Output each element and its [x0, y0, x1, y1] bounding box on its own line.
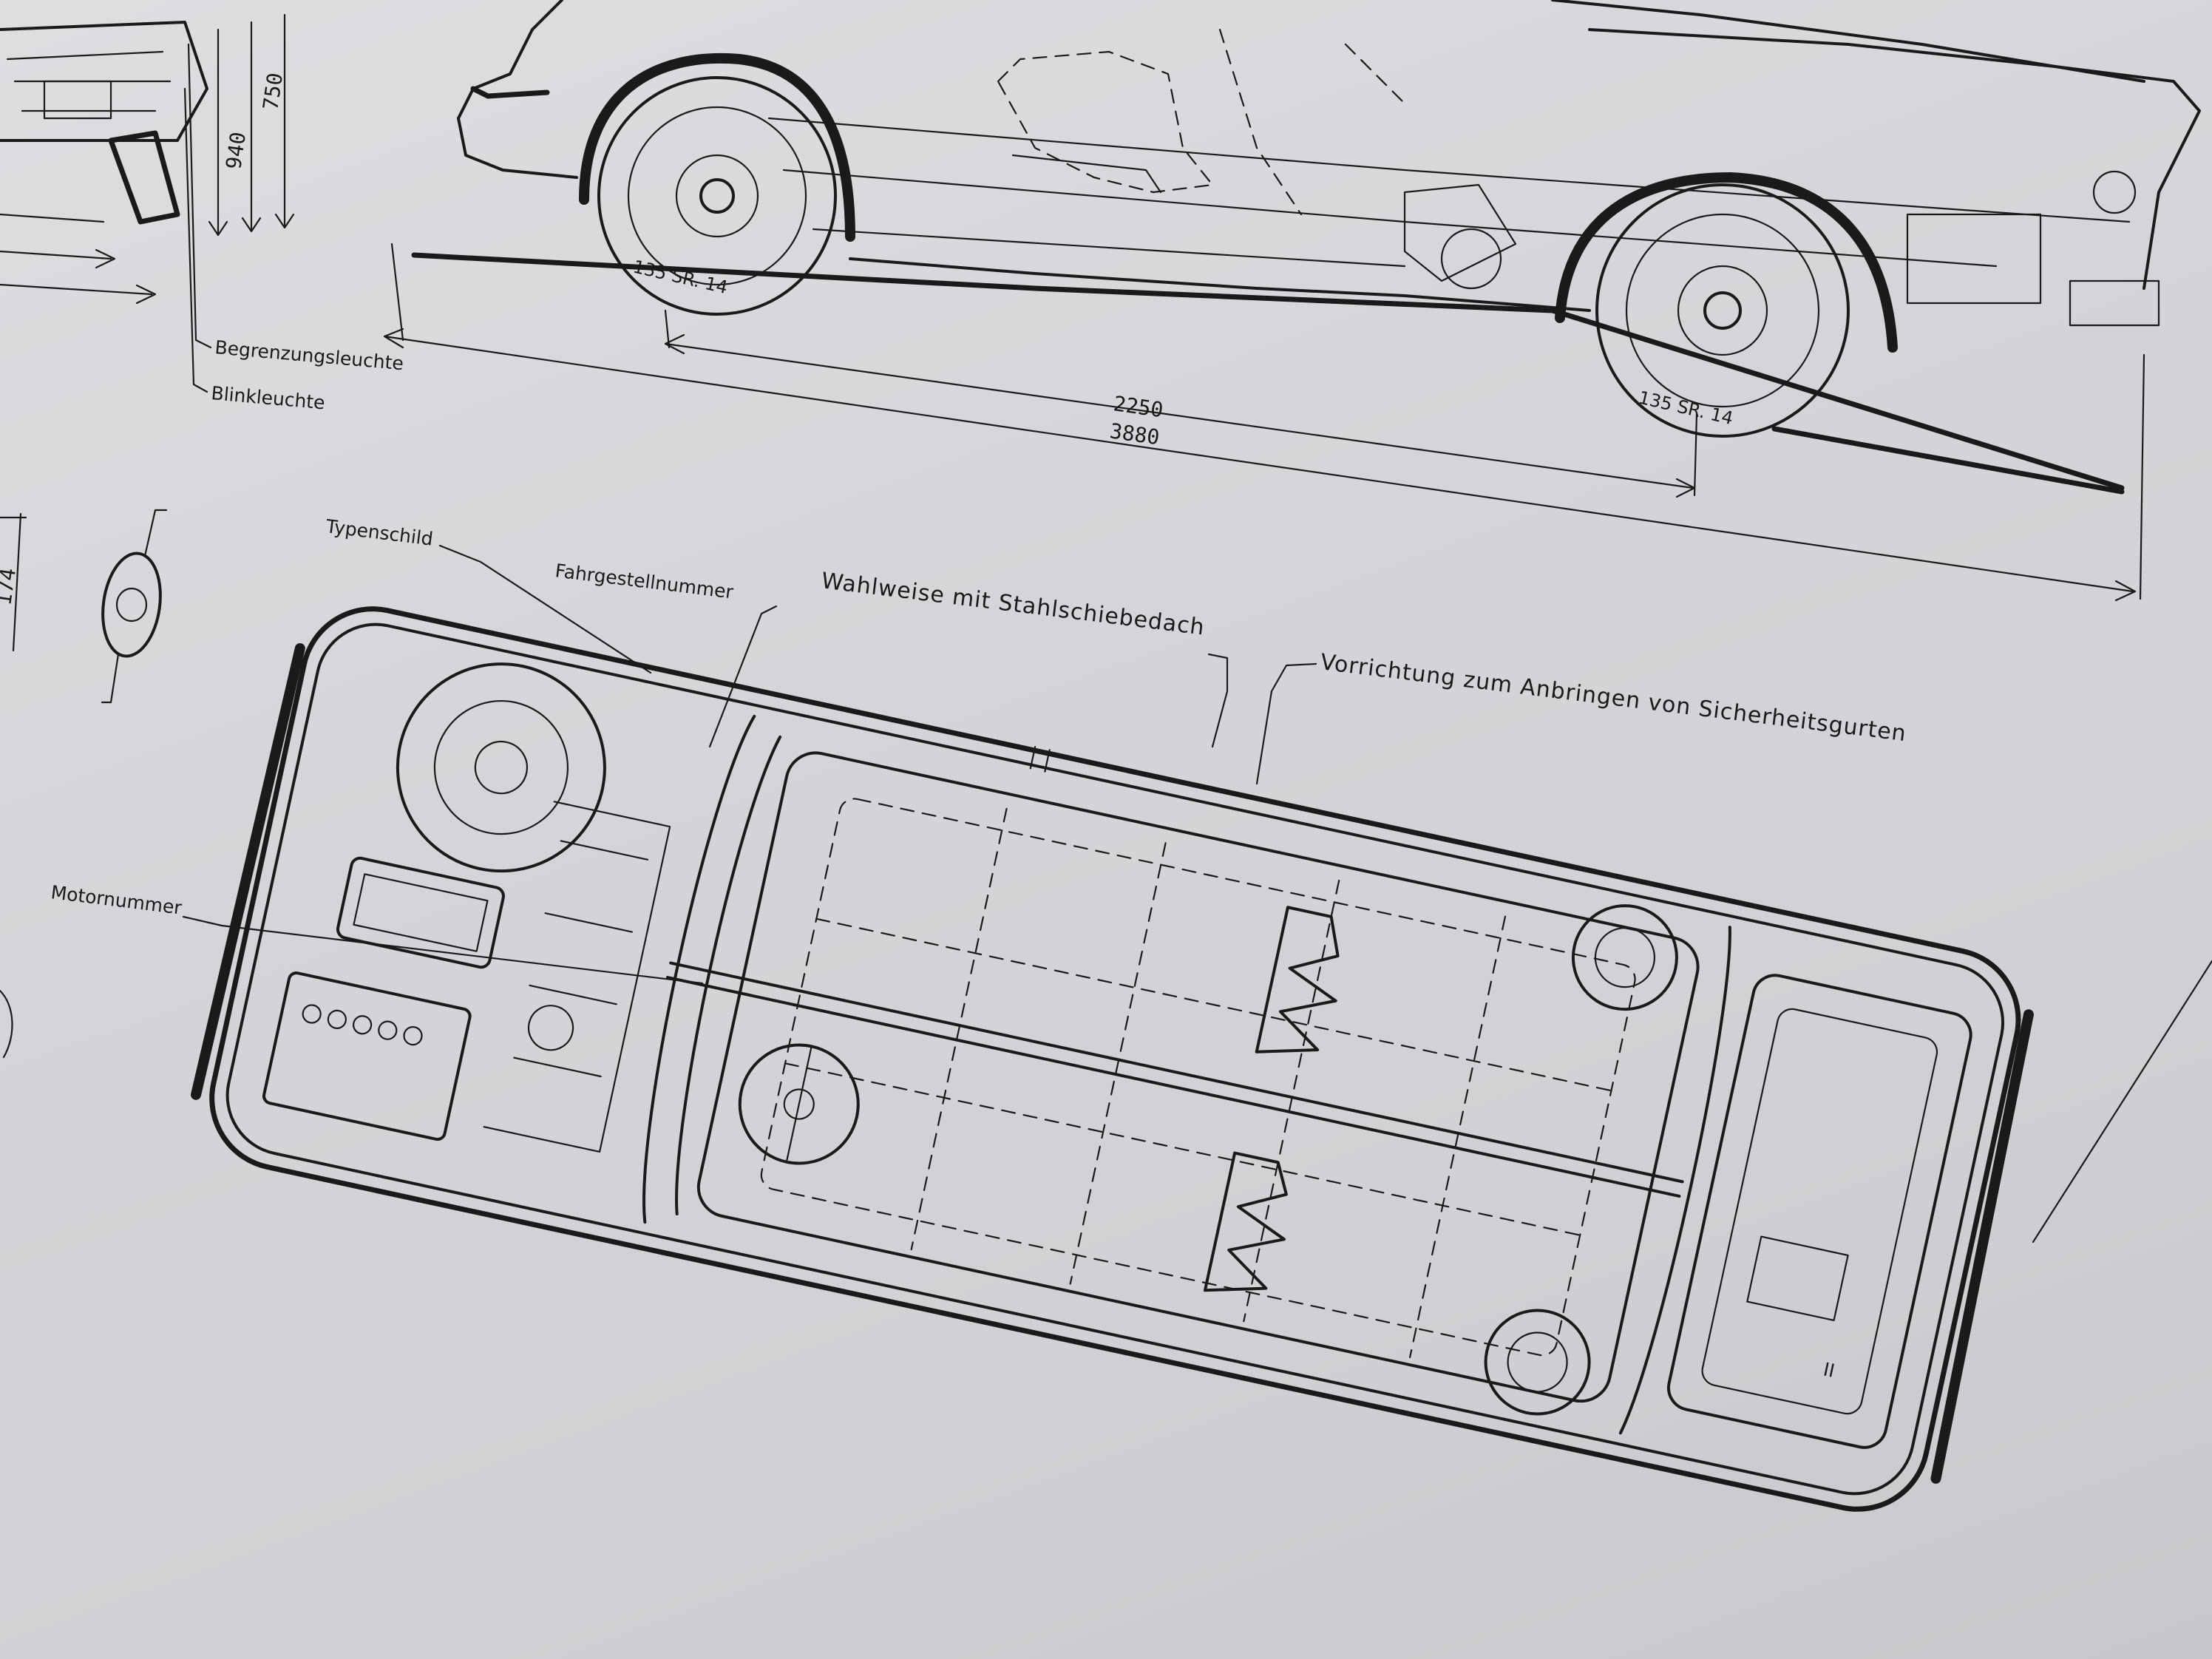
lamp-leaders [183, 43, 212, 393]
length-dimensions [383, 242, 2145, 602]
label-wahlweise-stahlschiebedach: Wahlweise mit Stahlschiebedach [820, 568, 1207, 640]
side-174-label: 174 [0, 566, 21, 607]
emblem-detail [0, 509, 168, 1059]
height-dimensions [208, 13, 295, 237]
rear-length-arrows [0, 248, 157, 305]
rear-tire-marking: 135 SR. 14 [1637, 387, 1735, 430]
rear-view-fragment [0, 21, 208, 225]
label-vorrichtung-sicherheitsgurten: Vorrichtung zum Anbringen von Sicherheit… [1319, 649, 1908, 747]
label-blinkleuchte: Blinkleuchte [210, 382, 325, 413]
label-typenschild: Typenschild [324, 515, 434, 550]
overall-length-label: 3880 [1108, 418, 1161, 449]
height-750-label: 750 [258, 71, 288, 112]
label-motornummer: Motornummer [50, 881, 183, 919]
label-fahrgestellnummer: Fahrgestellnummer [554, 560, 735, 603]
height-940-label: 940 [221, 130, 251, 171]
plan-view-leaders [182, 544, 2212, 1244]
plan-view [191, 606, 2034, 1512]
side-view [411, 0, 2201, 495]
wheelbase-label: 2250 [1112, 391, 1164, 422]
roman-numeral-badge: II [1822, 1359, 1836, 1382]
label-begrenzungsleuchte: Begrenzungsleuchte [214, 336, 404, 374]
